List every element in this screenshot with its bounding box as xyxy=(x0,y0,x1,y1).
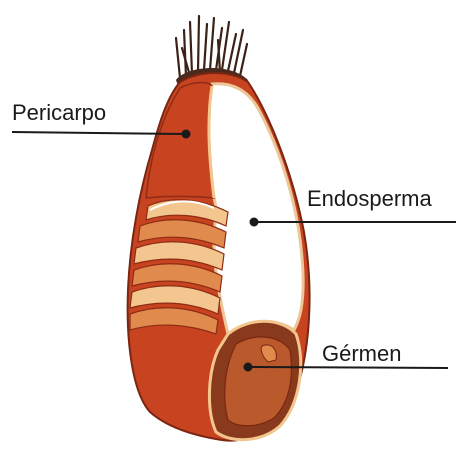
endosperm xyxy=(209,84,303,334)
endosperm-label: Endosperma xyxy=(307,188,432,210)
endosperm-dot xyxy=(250,218,259,227)
pericarp-dot xyxy=(182,130,191,139)
pericarp-label: Pericarpo xyxy=(12,102,106,124)
germ-leader-line xyxy=(248,367,448,368)
germ-label: Gérmen xyxy=(322,343,401,365)
germ-dot xyxy=(244,363,253,372)
